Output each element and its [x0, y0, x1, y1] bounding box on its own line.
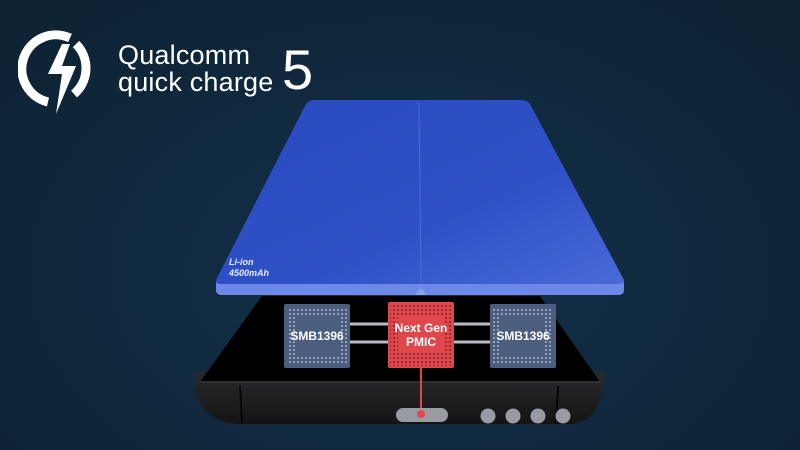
logo-product: quick charge: [118, 67, 274, 97]
chip-center-line2: PMIC: [406, 335, 436, 349]
chip-smb1396-right: [490, 304, 556, 368]
logo-wordmark: Qualcomm quick charge: [118, 42, 274, 96]
chip-center-line1: Next Gen: [394, 321, 448, 335]
battery-pack: [216, 100, 624, 295]
chip-pmic: [388, 302, 454, 368]
logo-brand: Qualcomm: [118, 40, 251, 70]
chip-right-label: SMB1396: [496, 329, 550, 343]
usb-c-port: [396, 408, 448, 422]
chip-label-center: Next Gen PMIC: [388, 302, 454, 368]
speaker-grille: [480, 408, 571, 424]
logo-version: 5: [282, 38, 314, 101]
battery-label: Li-ion 4500mAh: [229, 257, 269, 279]
chip-smb1396-left: [284, 304, 350, 368]
chip-label-right: SMB1396: [490, 304, 556, 368]
lightning-bolt-circle-icon: [18, 30, 91, 114]
battery-type: Li-ion: [229, 257, 254, 267]
qualcomm-quick-charge-logo: Qualcomm quick charge 5: [10, 12, 320, 114]
battery-capacity: 4500mAh: [229, 268, 270, 278]
circuit-traces: [350, 322, 492, 414]
chip-label-left: SMB1396: [284, 304, 350, 368]
chip-left-label: SMB1396: [290, 329, 344, 343]
